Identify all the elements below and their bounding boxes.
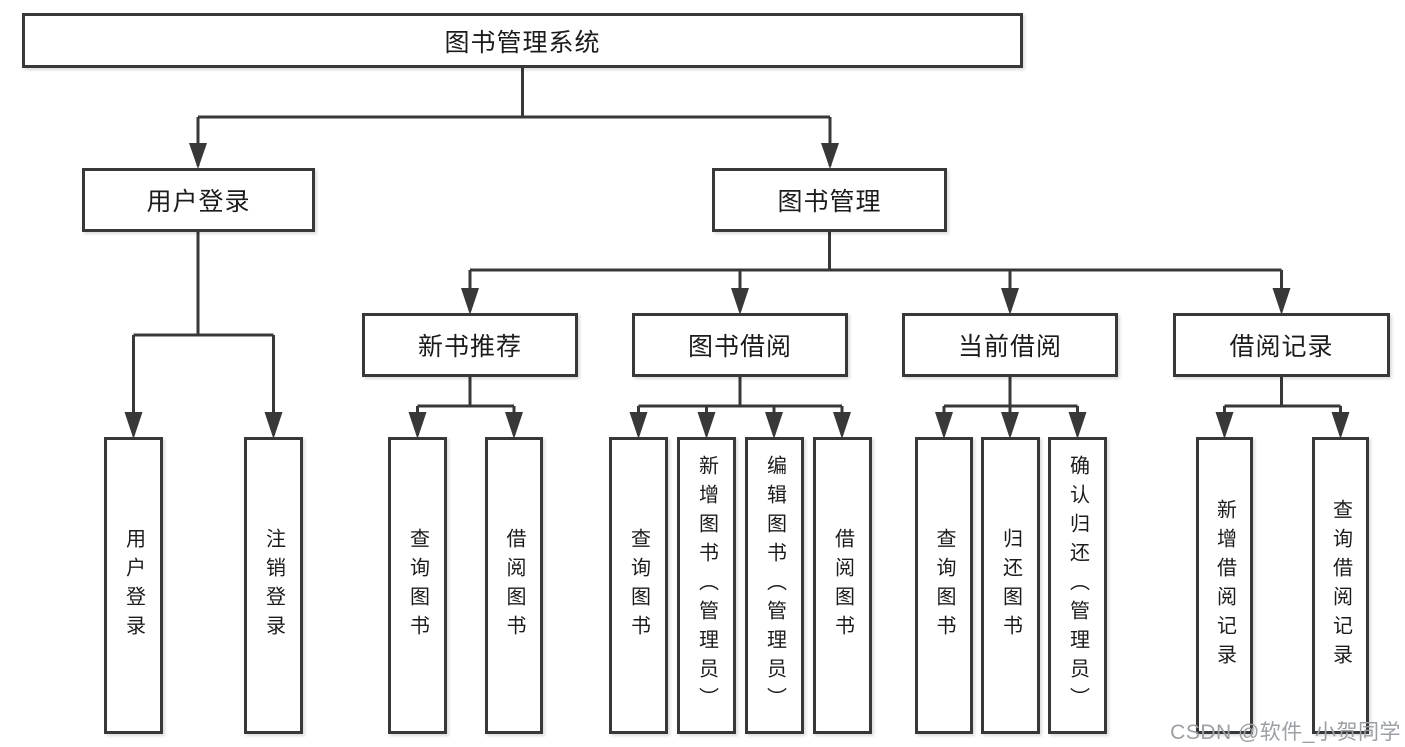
arrow-down-icon (264, 412, 283, 439)
leaf-edit-book-admin: 编辑图书（管理员） (745, 437, 804, 734)
leaf-borrow-books-recommend: 借阅图书 (485, 437, 543, 734)
node-label: 注销登录 (262, 527, 285, 644)
leaf-user-login: 用户登录 (104, 437, 163, 734)
node-label: 查询图书 (933, 527, 955, 644)
node-label: 编辑图书（管理员） (763, 455, 786, 716)
node-label: 查询借阅记录 (1329, 498, 1352, 673)
node-book-management: 图书管理 (712, 168, 947, 232)
arrow-down-icon (1001, 288, 1019, 315)
node-label: 查询图书 (406, 527, 429, 644)
leaf-search-borrow-record: 查询借阅记录 (1312, 437, 1369, 734)
arrow-down-icon (1001, 412, 1019, 439)
arrow-down-icon (731, 288, 749, 315)
leaf-search-books-recommend: 查询图书 (388, 437, 447, 734)
arrow-down-icon (189, 143, 207, 169)
leaf-search-books-borrowing: 查询图书 (609, 437, 668, 734)
node-borrowing-records: 借阅记录 (1173, 313, 1390, 377)
arrow-down-icon (461, 288, 479, 315)
node-label: 当前借阅 (957, 333, 1062, 361)
arrow-down-icon (1068, 412, 1087, 439)
node-label: 借阅记录 (1229, 333, 1334, 361)
arrow-down-icon (1215, 412, 1234, 439)
arrow-down-icon (833, 412, 851, 439)
node-label: 图书借阅 (687, 333, 792, 361)
node-current-borrowing: 当前借阅 (902, 313, 1118, 377)
connector-lines (132, 68, 1342, 435)
node-label: 用户登录 (122, 527, 145, 644)
node-label: 用户登录 (146, 188, 251, 216)
arrow-down-icon (935, 412, 953, 439)
node-label: 借阅图书 (831, 527, 854, 644)
arrow-down-icon (629, 412, 648, 439)
node-book-borrowing: 图书借阅 (632, 313, 848, 377)
node-label: 归还图书 (999, 527, 1022, 644)
arrow-down-icon (408, 412, 427, 439)
leaf-add-book-admin: 新增图书（管理员） (677, 437, 736, 734)
arrow-down-icon (1331, 412, 1350, 439)
node-library-management-system: 图书管理系统 (22, 13, 1023, 68)
arrow-down-icon (505, 412, 523, 439)
leaf-search-books-current: 查询图书 (915, 437, 973, 734)
leaf-return-books: 归还图书 (981, 437, 1040, 734)
arrow-down-icon (1272, 288, 1291, 315)
leaf-borrow-books: 借阅图书 (813, 437, 872, 734)
leaf-add-borrow-record: 新增借阅记录 (1196, 437, 1253, 734)
node-label: 新书推荐 (417, 333, 522, 361)
node-label: 新增借阅记录 (1213, 498, 1236, 673)
arrowheads (124, 143, 1350, 439)
arrow-down-icon (697, 412, 716, 439)
leaf-logout: 注销登录 (244, 437, 303, 734)
node-label: 查询图书 (627, 527, 650, 644)
node-new-book-recommendation: 新书推荐 (362, 313, 578, 377)
node-label: 确认归还（管理员） (1066, 455, 1089, 716)
arrow-down-icon (124, 412, 143, 439)
node-label: 借阅图书 (503, 527, 525, 644)
node-label: 新增图书（管理员） (695, 455, 718, 716)
node-label: 图书管理系统 (444, 28, 601, 57)
arrow-down-icon (765, 412, 783, 439)
arrow-down-icon (821, 143, 839, 169)
node-label: 图书管理 (777, 188, 882, 216)
watermark: CSDN @软件_小贺同学 (1170, 721, 1401, 744)
node-user-login: 用户登录 (82, 168, 315, 232)
leaf-confirm-return-admin: 确认归还（管理员） (1048, 437, 1107, 734)
